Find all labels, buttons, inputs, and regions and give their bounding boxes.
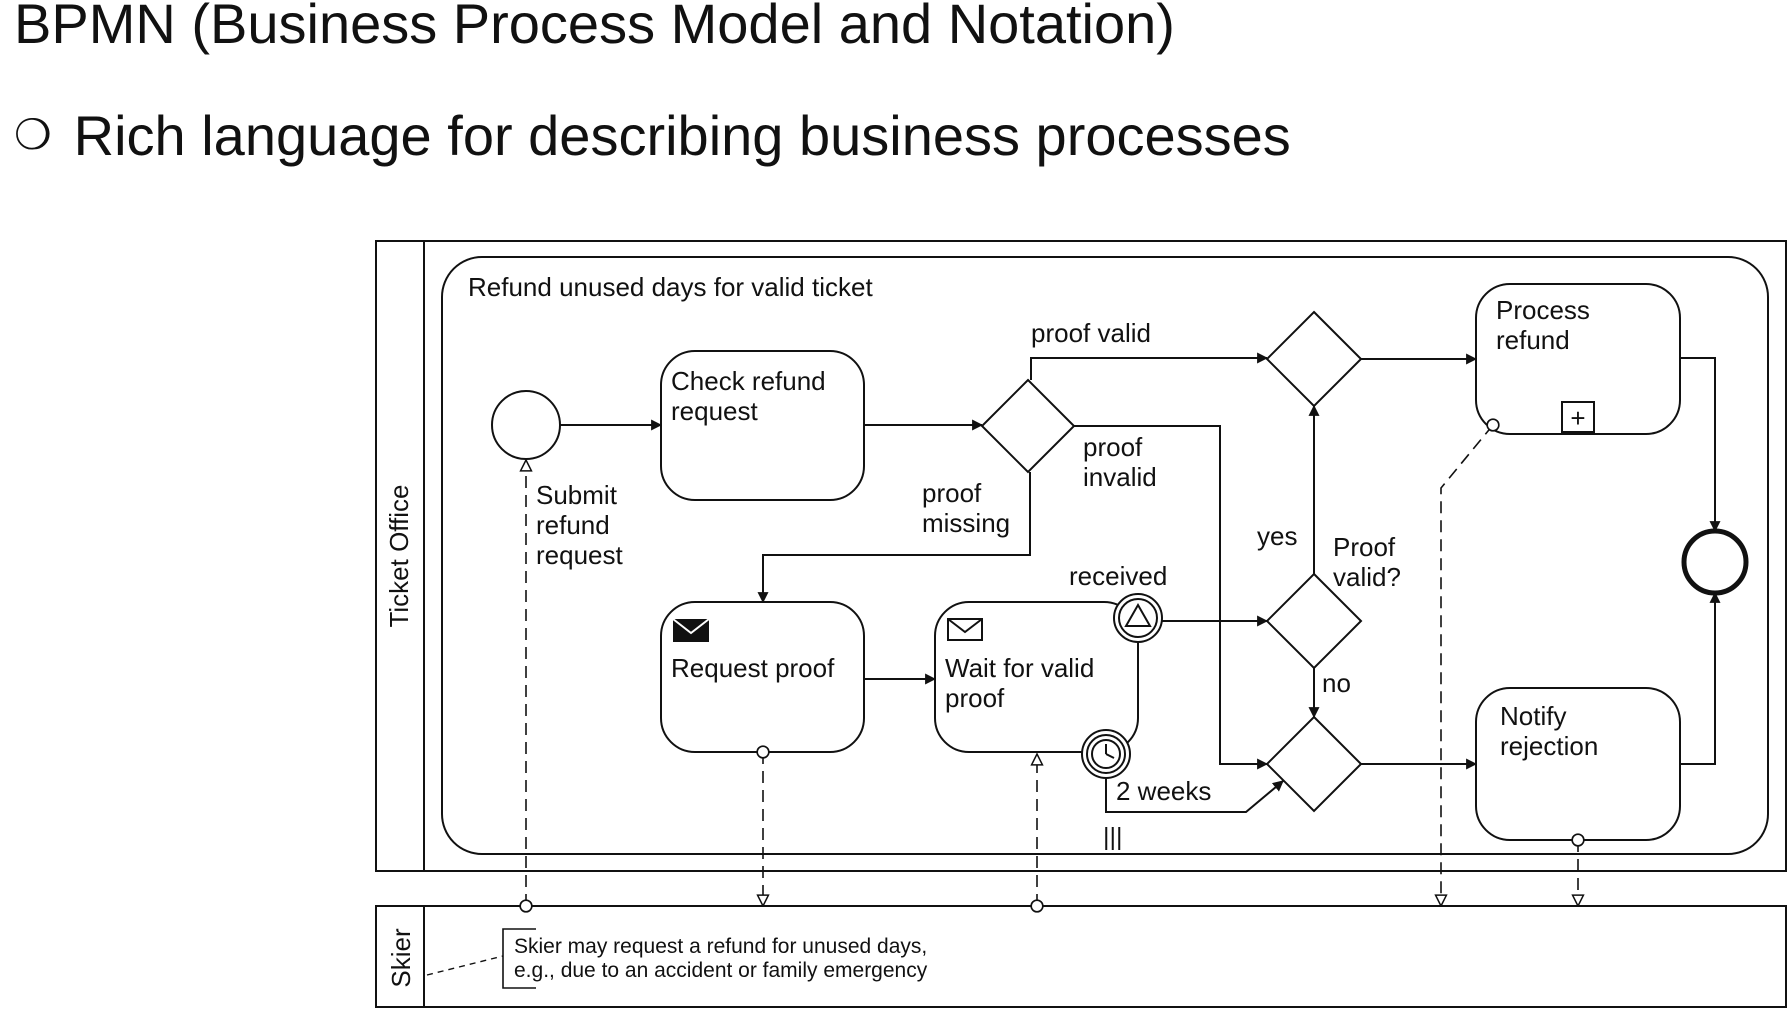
- start-label-line-3: request: [536, 540, 623, 570]
- sequence-flows: [560, 352, 1721, 813]
- subprocess-title: Refund unused days for valid ticket: [468, 272, 873, 302]
- boundary-event-received[interactable]: [1113, 593, 1163, 643]
- flow-rejection-to-end: [1680, 591, 1721, 765]
- label-proof-invalid-2: invalid: [1083, 462, 1157, 492]
- task-label-line-1: Process: [1496, 295, 1590, 325]
- annotation-line-2: e.g., due to an accident or family emerg…: [514, 959, 928, 982]
- subprocess-refund: Refund unused days for valid ticket: [441, 256, 1769, 855]
- message-flows: [526, 425, 1578, 906]
- task-label-line-1: Notify: [1500, 701, 1566, 731]
- slide-title: BPMN (Business Process Model and Notatio…: [14, 0, 1175, 55]
- signal-triangle-icon: [1124, 602, 1152, 627]
- task-label-line-2: rejection: [1500, 731, 1598, 761]
- label-no: no: [1322, 668, 1351, 698]
- label-proof-missing-1: proof: [922, 478, 982, 508]
- gateway-merge-invalid[interactable]: [1265, 715, 1363, 813]
- flow-proof-missing: [757, 472, 1031, 604]
- annotation-line-1: Skier may request a refund for unused da…: [514, 935, 927, 958]
- start-event[interactable]: [491, 390, 561, 460]
- start-label-line-2: refund: [536, 510, 610, 540]
- subprocess-marker: +: [1570, 403, 1585, 433]
- label-received: received: [1069, 561, 1167, 591]
- parallel-multi-instance-marker: |||: [1103, 823, 1122, 851]
- label-proof-valid-q-1: Proof: [1333, 532, 1396, 562]
- task-label-line-2: request: [671, 396, 758, 426]
- task-label: Request proof: [671, 653, 835, 683]
- pool-ticket-office: Ticket Office: [375, 240, 1787, 872]
- label-proof-missing-2: missing: [922, 508, 1010, 538]
- text-annotation: Skier may request a refund for unused da…: [426, 928, 928, 989]
- start-label-line-1: Submit: [536, 480, 618, 510]
- task-wait-for-proof[interactable]: Wait for valid proof: [934, 601, 1139, 753]
- pool-label-ticket-office: Ticket Office: [384, 484, 414, 627]
- start-event-label: Submit refund request: [536, 480, 623, 570]
- label-yes: yes: [1257, 521, 1297, 551]
- gateway-check-result[interactable]: [980, 378, 1076, 474]
- flow-proof-invalid: [1074, 425, 1269, 770]
- task-label-line-2: refund: [1496, 325, 1570, 355]
- receive-envelope-icon: [947, 618, 983, 641]
- msg-refund: [1441, 425, 1493, 906]
- label-proof-valid-q-2: valid?: [1333, 562, 1401, 592]
- task-label-line-1: Wait for valid: [945, 653, 1094, 683]
- task-notify-rejection[interactable]: Notify rejection: [1475, 687, 1681, 841]
- flow-refund-to-end: [1680, 357, 1721, 533]
- task-label-line-1: Check refund: [671, 366, 826, 396]
- send-envelope-icon: [672, 618, 710, 642]
- bullet-circle-icon: ❍: [14, 111, 52, 159]
- task-process-refund[interactable]: Process refund +: [1475, 283, 1681, 435]
- label-proof-valid: proof valid: [1031, 318, 1151, 348]
- pool-skier: Skier: [375, 905, 1787, 1008]
- flow-proof-valid: [1030, 352, 1269, 380]
- pool-label-skier: Skier: [386, 928, 416, 988]
- label-proof-invalid-1: proof: [1083, 432, 1143, 462]
- bullet-item: ❍ Rich language for describing business …: [14, 102, 1291, 169]
- flow-two-weeks: [1105, 778, 1284, 813]
- end-event[interactable]: [1681, 528, 1749, 596]
- task-request-proof[interactable]: Request proof: [660, 601, 865, 753]
- task-check-refund-request[interactable]: Check refund request: [660, 350, 865, 501]
- label-two-weeks: 2 weeks: [1116, 776, 1211, 806]
- boundary-event-timer[interactable]: [1081, 729, 1131, 779]
- subprocess-plus-icon: [1561, 401, 1595, 433]
- clock-icon: [1091, 739, 1121, 769]
- gateway-merge-valid[interactable]: [1265, 310, 1363, 408]
- task-label-line-2: proof: [945, 683, 1005, 713]
- bullet-text: Rich language for describing business pr…: [73, 104, 1291, 167]
